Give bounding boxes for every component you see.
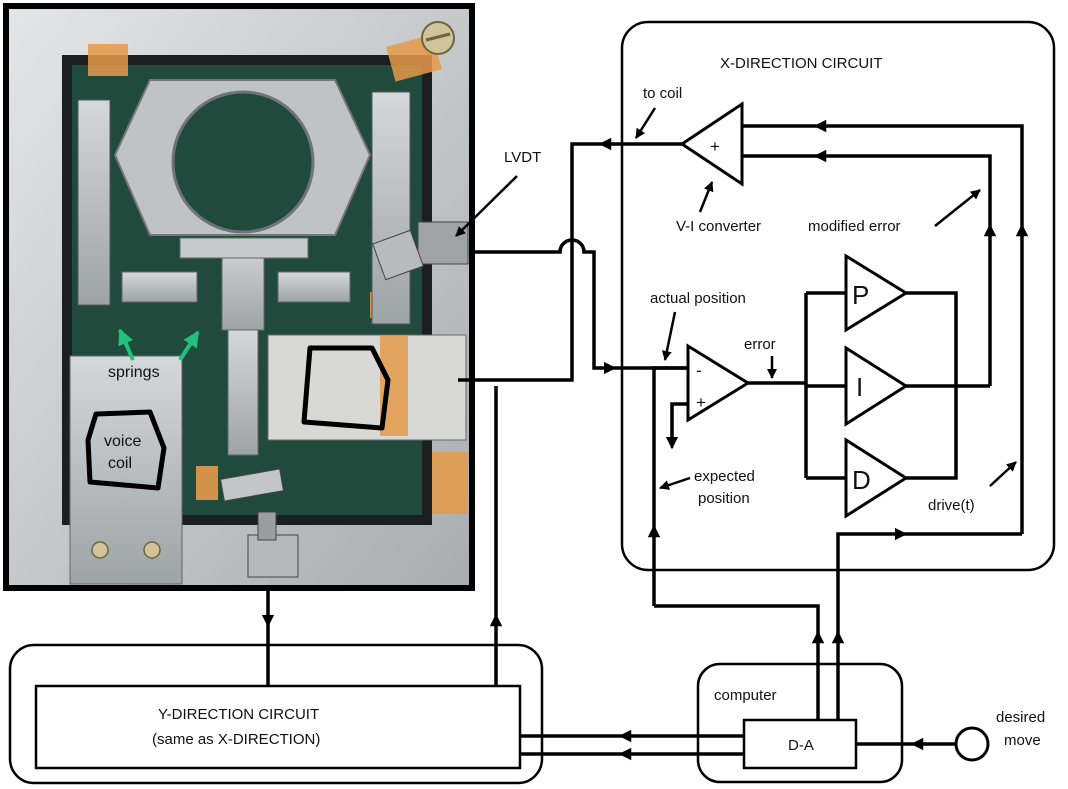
amp-p-label: P — [852, 280, 869, 310]
actual-position-pointer — [665, 312, 675, 360]
voice-coil-label-line1: voice — [104, 433, 141, 450]
desired-move: desired move — [856, 709, 1045, 760]
amp-d-label: D — [852, 465, 871, 495]
lvdt-body — [418, 222, 468, 264]
x-coil-block — [268, 335, 466, 440]
stage-crossbar — [180, 238, 308, 258]
tape-bottom-right — [432, 452, 468, 514]
vi-converter-sign: + — [710, 137, 720, 156]
voice-coil-label-line2: coil — [108, 455, 132, 472]
stage-aperture — [173, 92, 313, 232]
springs-label: springs — [108, 364, 160, 381]
vi-converter-label: V-I converter — [676, 218, 761, 235]
x-circuit-title: X-DIRECTION CIRCUIT — [720, 55, 883, 72]
da-label: D-A — [788, 737, 814, 754]
drive-label: drive(t) — [928, 497, 975, 514]
to-coil-label: to coil — [643, 85, 682, 102]
tape-top-left — [88, 44, 128, 76]
desired-move-label-1: desired — [996, 709, 1045, 726]
spring-block-left — [122, 272, 197, 302]
desired-move-label-2: move — [1004, 732, 1041, 749]
summing-minus: - — [696, 361, 702, 380]
to-coil-pointer — [636, 108, 655, 138]
tape-bottom-small — [196, 466, 218, 500]
wire-plus-input — [672, 404, 688, 440]
modified-error-label: modified error — [808, 218, 901, 235]
amp-i-label: I — [856, 372, 863, 402]
lvdt-label: LVDT — [504, 149, 541, 166]
amp-i — [846, 348, 906, 424]
drive-pointer — [990, 462, 1016, 486]
y-circuit-label-1: Y-DIRECTION CIRCUIT — [158, 706, 319, 723]
rail-right — [372, 92, 410, 324]
vi-converter-pointer — [700, 182, 712, 212]
computer-label: computer — [714, 687, 777, 704]
error-label: error — [744, 336, 776, 353]
screw-lower-1 — [92, 542, 108, 558]
wire-to-coil — [458, 144, 682, 380]
screw-lower-2 — [144, 542, 160, 558]
wire-da-drive — [838, 534, 1022, 720]
spring-block-right — [278, 272, 350, 302]
expected-position-label-2: position — [698, 490, 750, 507]
bottom-clamp — [248, 535, 298, 577]
y-circuit-label-2: (same as X-DIRECTION) — [152, 731, 320, 748]
modified-error-pointer — [935, 190, 980, 226]
expected-position-pointer — [660, 478, 690, 488]
desired-move-source — [956, 728, 988, 760]
stage-photo: springs voice coil — [6, 6, 472, 588]
stage-stem — [228, 330, 258, 455]
y-inner-box — [36, 686, 520, 768]
expected-position-label-1: expected — [694, 468, 755, 485]
summing-plus: + — [696, 393, 706, 412]
rail-left — [78, 100, 110, 305]
x-connections: LVDT — [456, 144, 688, 380]
actual-position-label: actual position — [650, 290, 746, 307]
x-direction-circuit: X-DIRECTION CIRCUIT + - + P I D — [622, 22, 1054, 606]
computer-box — [698, 664, 902, 782]
bottom-clamp-post — [258, 512, 276, 540]
